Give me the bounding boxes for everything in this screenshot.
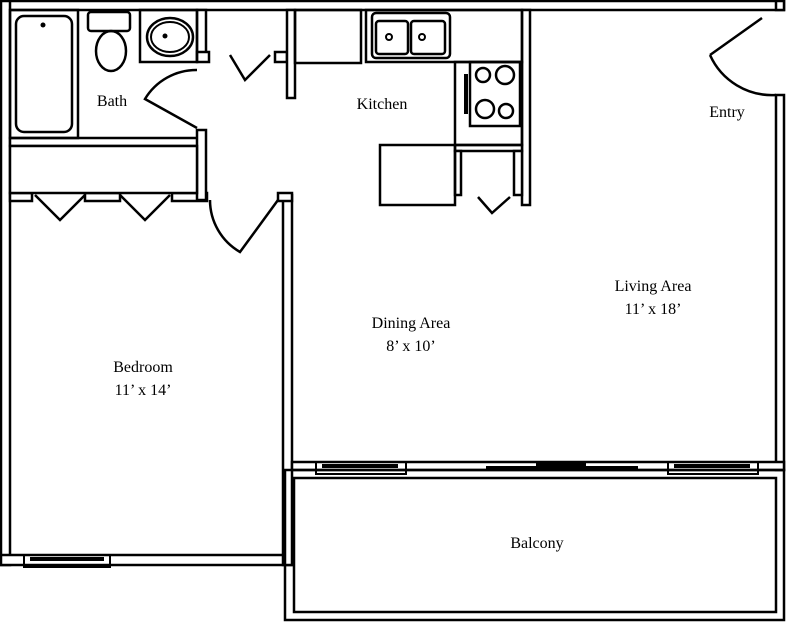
entry-label: Entry <box>709 104 745 121</box>
living-area-size: 11’ x 18’ <box>625 301 682 318</box>
dining-area-label: Dining Area <box>372 315 451 332</box>
stove <box>468 60 522 128</box>
bedroom-label: Bedroom <box>113 359 173 376</box>
dining-area-size: 8’ x 10’ <box>386 338 435 355</box>
toilet-tank <box>86 10 132 33</box>
bedroom-closet-door-left[interactable] <box>34 194 86 222</box>
refrigerator <box>293 8 363 65</box>
bedroom-size: 11’ x 14’ <box>115 382 172 399</box>
bath-door[interactable] <box>143 68 198 130</box>
closet-door[interactable] <box>228 54 271 83</box>
doors <box>34 16 777 254</box>
tub-drain-icon <box>40 22 46 28</box>
bedroom-door[interactable] <box>208 199 280 254</box>
bedroom-closet-door-right[interactable] <box>119 194 171 222</box>
bath-sink <box>138 8 199 64</box>
room-labels: Bath Kitchen Entry Living Area 11’ x 18’… <box>97 93 745 552</box>
living-area-label: Living Area <box>615 278 692 295</box>
kitchen-label: Kitchen <box>357 96 408 113</box>
entry-door[interactable] <box>708 16 777 97</box>
kitchen-fixtures <box>293 8 524 207</box>
kitchen-sink <box>370 11 452 60</box>
bath-fixtures <box>8 8 199 140</box>
balcony-label: Balcony <box>510 535 563 552</box>
toilet-bowl <box>94 29 128 73</box>
bath-label: Bath <box>97 93 127 110</box>
kitchen-counter <box>364 8 524 64</box>
kitchen-closet-door[interactable] <box>477 196 511 215</box>
dishwasher <box>378 143 457 207</box>
windows <box>23 461 759 568</box>
